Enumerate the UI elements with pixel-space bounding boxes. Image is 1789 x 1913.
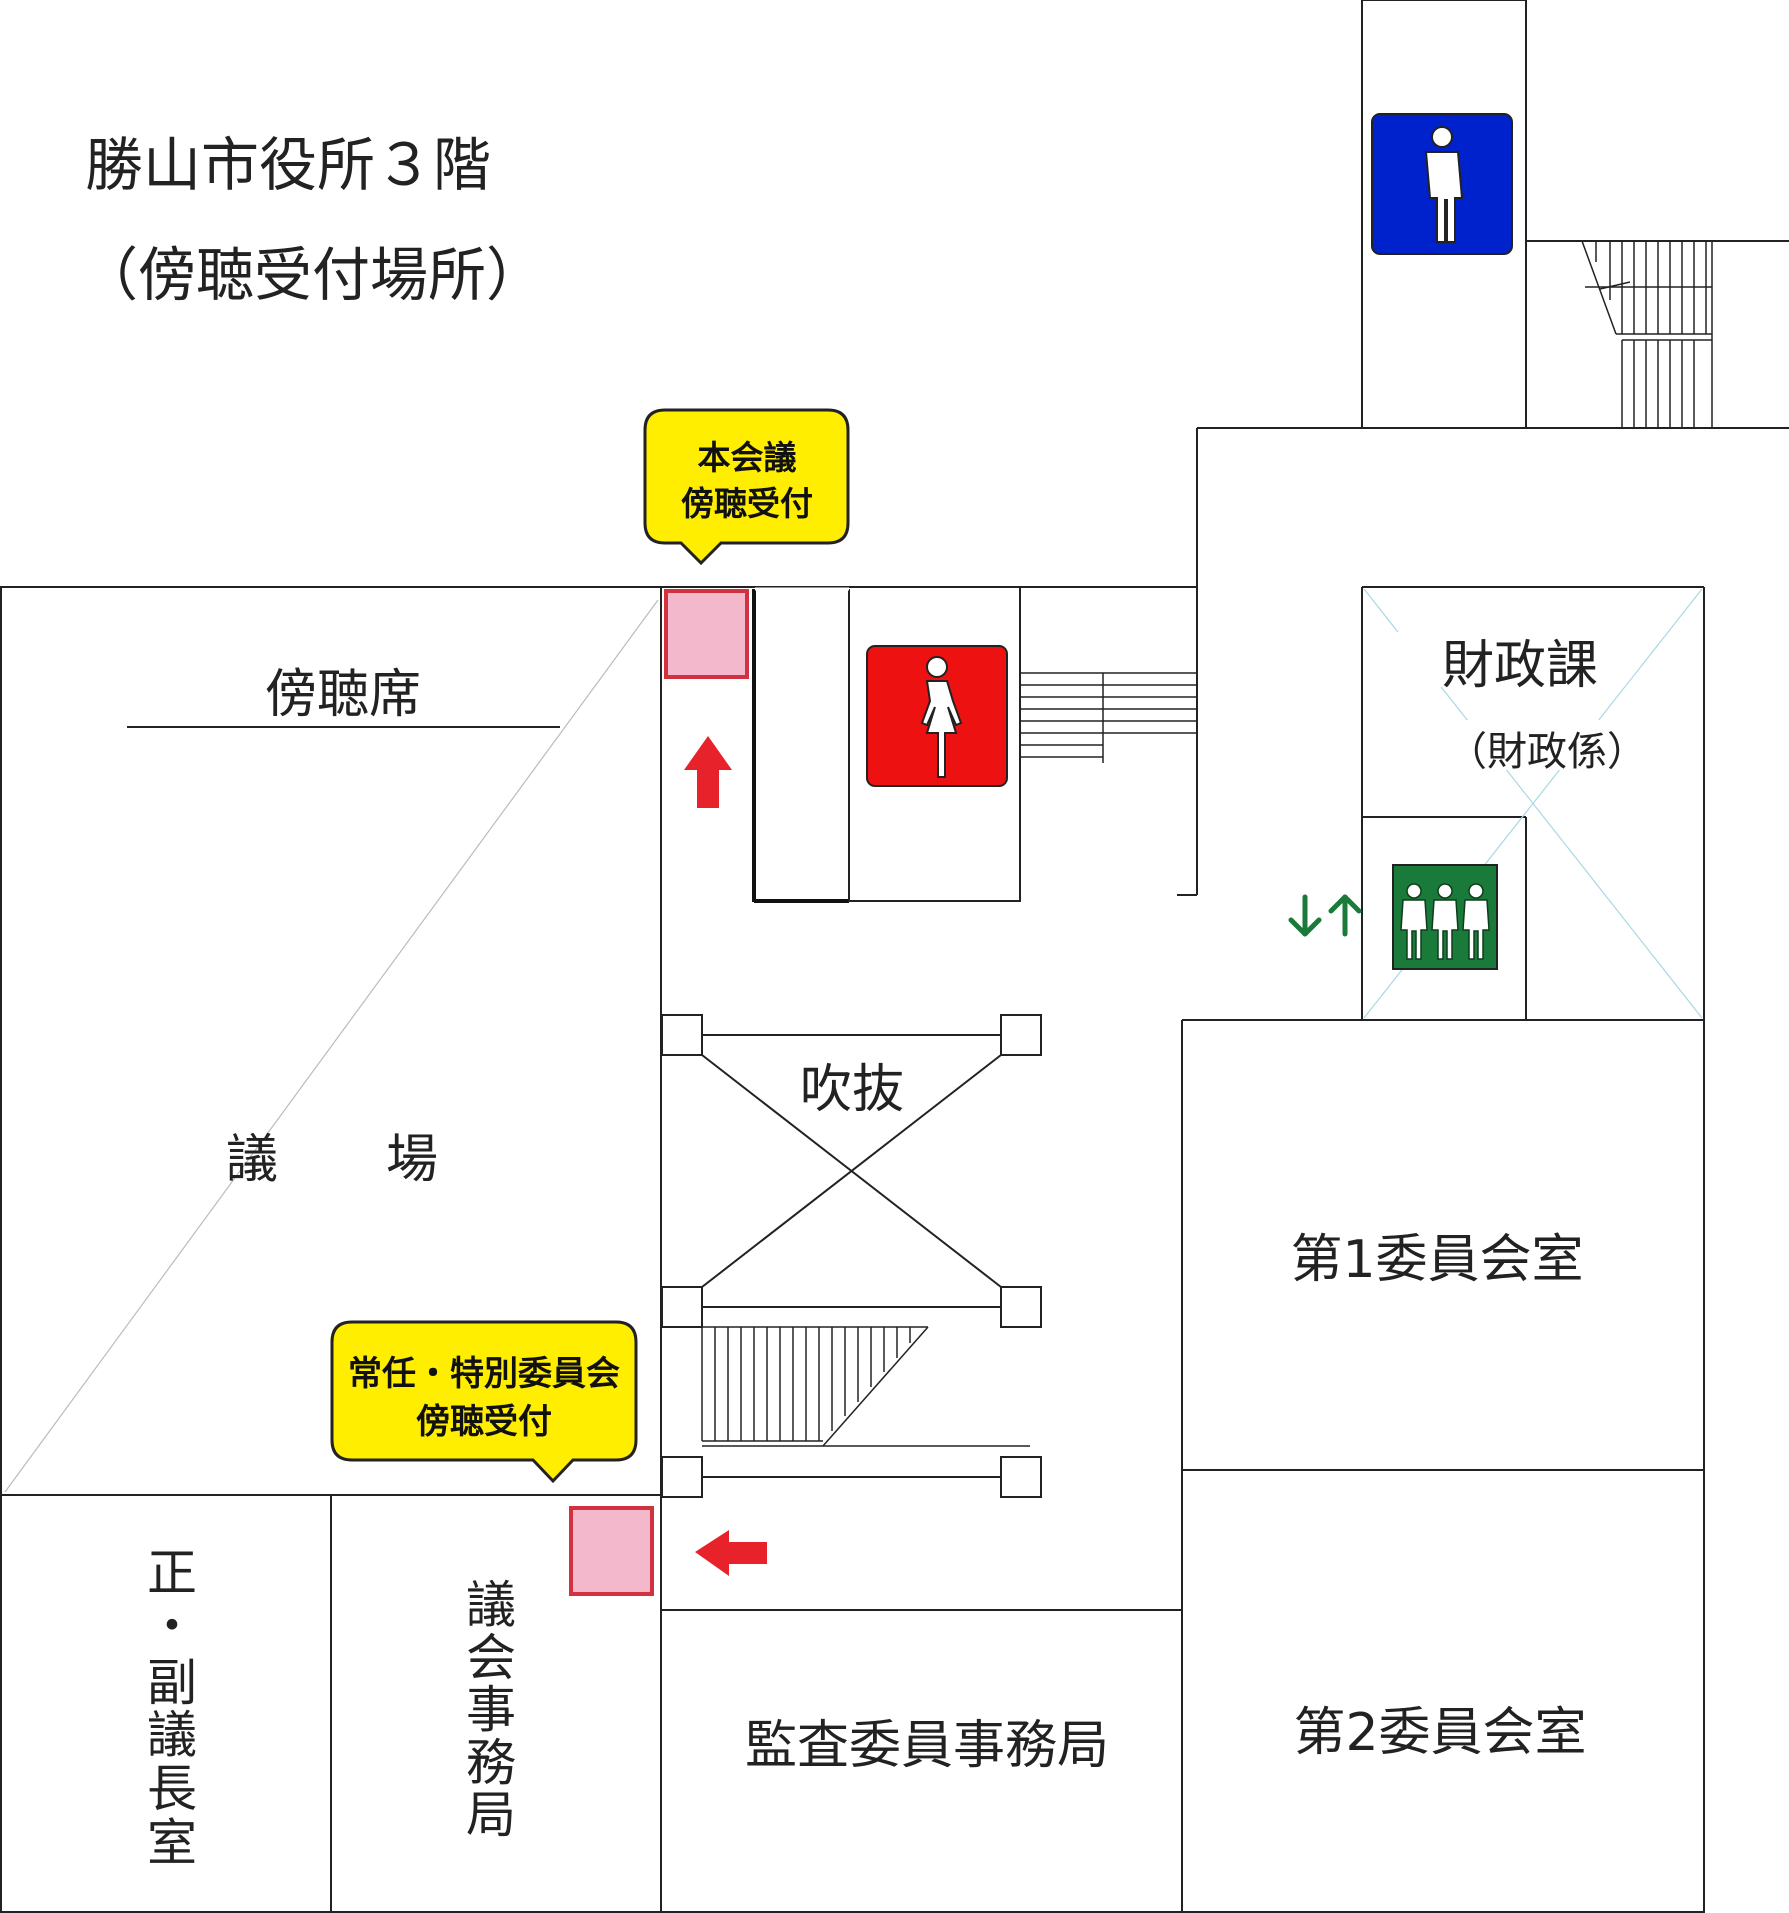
gallery-label: 傍聴席 [265, 665, 421, 725]
council-office-label: 議 会 事 務 局 [466, 1576, 516, 1844]
svg-text:副: 副 [147, 1654, 197, 1712]
svg-text:会: 会 [466, 1629, 516, 1687]
svg-text:事: 事 [466, 1681, 516, 1739]
map-title: 勝山市役所３階 [85, 131, 491, 199]
elevator-sign [1392, 864, 1498, 970]
committee-callout-line2: 傍聴受付 [416, 1402, 552, 1442]
committee-room-2-label: 第2委員会室 [1293, 1703, 1586, 1763]
female-restroom-icon [920, 656, 963, 778]
atrium [661, 1014, 1042, 1498]
elevator-direction-icon [1288, 894, 1362, 937]
svg-text:局: 局 [466, 1786, 516, 1844]
committee-reception-marker [569, 1506, 654, 1596]
finance-label: 財政課 [1442, 636, 1598, 696]
middle-staircase [1020, 672, 1197, 763]
atrium-label: 吹抜 [800, 1060, 904, 1120]
assembly-hall: 傍聴席 議 場 [0, 587, 662, 1913]
assembly-hall-label-right: 場 [386, 1130, 438, 1190]
bottom-left-offices: 正 ・ 副 議 長 室 議 会 事 務 局 [147, 1495, 516, 1913]
male-restroom-icon [1424, 126, 1464, 243]
audit-office-label: 監査委員事務局 [745, 1716, 1109, 1776]
mens-restroom-sign [1371, 113, 1513, 255]
svg-text:議: 議 [147, 1706, 197, 1764]
svg-text:・: ・ [147, 1597, 197, 1655]
up-arrow-icon [684, 736, 732, 808]
chair-office-label: 正 ・ 副 議 長 室 [147, 1544, 197, 1872]
plenary-reception-marker [664, 589, 749, 679]
plenary-reception-callout: 本会議 傍聴受付 [643, 408, 850, 566]
committee-reception-callout: 常任・特別委員会 傍聴受付 [330, 1320, 638, 1484]
building-outline [0, 586, 1705, 1913]
map-subtitle: （傍聴受付場所） [80, 241, 544, 309]
plenary-callout-line2: 傍聴受付 [681, 484, 813, 523]
lower-staircase [701, 1326, 1030, 1447]
left-arrow-icon [695, 1530, 767, 1576]
svg-text:長: 長 [147, 1760, 197, 1818]
svg-text:正: 正 [147, 1544, 197, 1602]
womens-restroom-block [752, 587, 1021, 903]
committee-room-1-label: 第1委員会室 [1290, 1230, 1583, 1290]
svg-text:務: 務 [466, 1734, 516, 1792]
committee-rooms: 第1委員会室 第2委員会室 [1181, 1019, 1704, 1913]
upper-staircase [1581, 240, 1713, 428]
audit-office: 監査委員事務局 [661, 1609, 1182, 1776]
assembly-hall-label-left: 議 [226, 1130, 278, 1190]
womens-restroom-sign [866, 645, 1008, 787]
elevator-icon [1400, 883, 1490, 960]
finance-section: 財政課 （財政係） [1361, 586, 1704, 1020]
svg-text:議: 議 [466, 1576, 516, 1634]
svg-text:室: 室 [147, 1814, 197, 1872]
committee-callout-line1: 常任・特別委員会 [348, 1354, 620, 1394]
finance-sub-label: （財政係） [1447, 729, 1647, 775]
plenary-callout-line1: 本会議 [698, 438, 797, 477]
